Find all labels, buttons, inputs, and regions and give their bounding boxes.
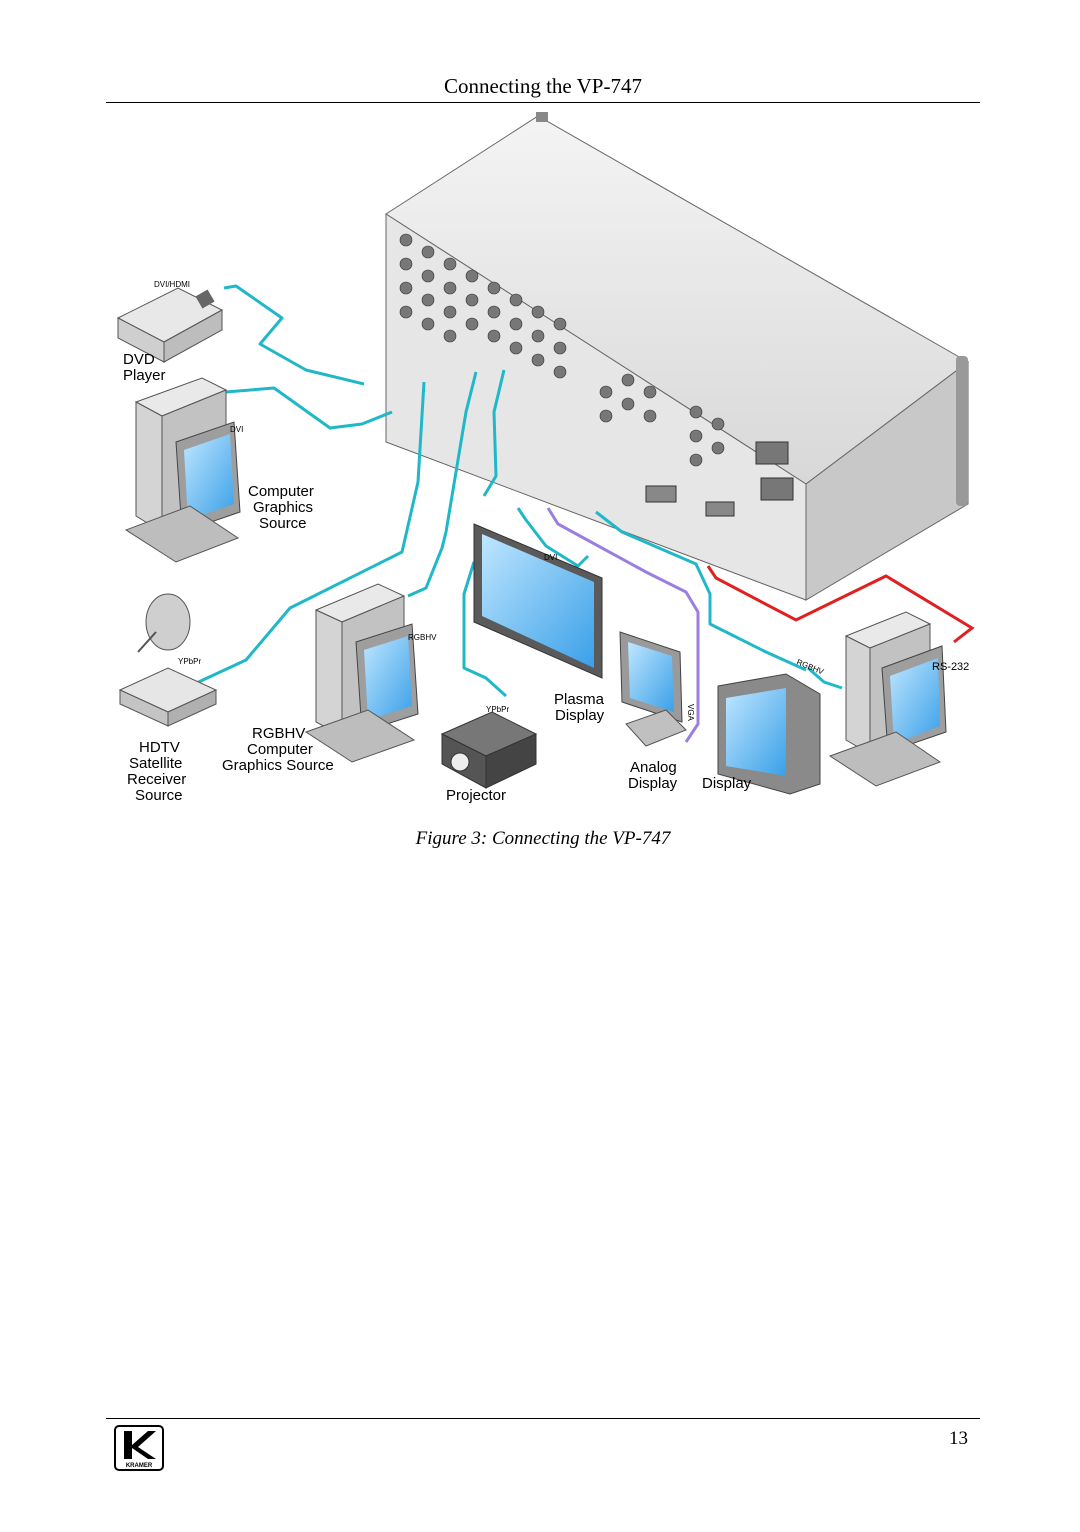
label-ypbpr-2: YPbPr (486, 705, 509, 714)
label-rgbhv-3-small: RGBHV (795, 658, 825, 677)
label-dvi-2: DVI (544, 553, 557, 562)
plasma-display (473, 523, 603, 679)
rs232-cable (706, 565, 975, 644)
cables (189, 284, 843, 698)
header-rule (106, 102, 980, 103)
label-hdtv-1: HDTV (139, 739, 180, 756)
page-number: 13 (949, 1428, 968, 1449)
kramer-logo: KRAMER (114, 1425, 164, 1471)
footer-rule (106, 1418, 980, 1419)
label-cgs-1: Computer (248, 483, 314, 500)
label-dvi-1: DVI (230, 425, 243, 434)
analog-display (619, 631, 687, 747)
label-analog-1: Analog (630, 759, 677, 776)
figure-caption: Figure 3: Connecting the VP-747 (415, 828, 671, 849)
label-vga: VGA (686, 704, 695, 722)
label-hdtv-2: Satellite (129, 755, 182, 772)
label-plasma-2: Display (555, 707, 605, 724)
crt-display (717, 673, 821, 795)
label-projector: Projector (446, 787, 506, 804)
pc-rs232 (828, 611, 947, 787)
connection-diagram: DVI/HDMI DVD Player DVI Computer Graphic… (106, 112, 980, 812)
label-rgbhv-2: Computer (247, 741, 313, 758)
label-hdtv-4: Source (135, 787, 183, 804)
label-display: Display (702, 775, 752, 792)
label-ypbpr-1: YPbPr (178, 657, 201, 666)
label-dvd-1: DVD (123, 351, 155, 368)
connection-diagram-svg: DVI/HDMI DVD Player DVI Computer Graphic… (116, 112, 975, 804)
svg-text:KRAMER: KRAMER (126, 1463, 153, 1469)
label-rgbhv-3: Graphics Source (222, 757, 334, 774)
label-dvd-2: Player (123, 367, 166, 384)
label-rgbhv-1: RGBHV (252, 725, 305, 742)
pc-computer-graphics (124, 377, 241, 563)
page-header-title: Connecting the VP-747 (444, 74, 642, 98)
pc-rgbhv (304, 583, 419, 763)
label-cgs-3: Source (259, 515, 307, 532)
hdtv-satellite (118, 593, 218, 727)
label-rgbhv-small: RGBHV (408, 633, 437, 642)
vp747-unit (385, 112, 969, 601)
label-dvi-hdmi: DVI/HDMI (154, 280, 190, 289)
label-cgs-2: Graphics (253, 499, 313, 516)
vga-cable (546, 507, 700, 743)
label-analog-2: Display (628, 775, 678, 792)
dvd-player (116, 287, 224, 363)
projector (440, 711, 538, 789)
label-rs232: RS-232 (932, 661, 969, 673)
label-plasma-1: Plasma (554, 691, 605, 708)
label-hdtv-3: Receiver (127, 771, 186, 788)
